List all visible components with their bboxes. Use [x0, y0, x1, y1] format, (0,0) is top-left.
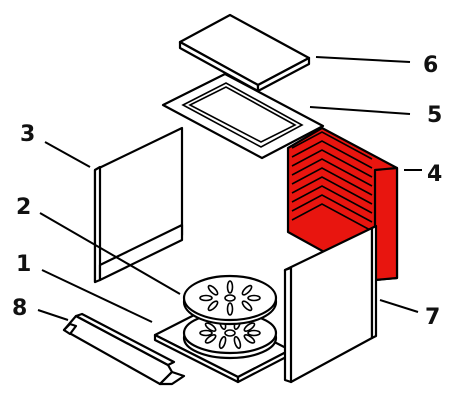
part-side-panel-right [283, 224, 378, 384]
part-front-rail [62, 312, 186, 386]
back-panel-slat [291, 167, 373, 196]
label-4: 4 [427, 162, 442, 187]
label-6: 6 [423, 53, 438, 78]
back-panel-slat [291, 203, 373, 232]
leader-5 [309, 106, 411, 115]
part-grate [182, 274, 278, 360]
leader-7 [379, 299, 419, 313]
leader-2 [39, 212, 181, 295]
grate-hole [233, 335, 242, 350]
back-panel-slat [291, 149, 373, 178]
grate-center [224, 329, 236, 337]
grate-center [224, 294, 236, 302]
part-side-panel-left [93, 126, 184, 284]
grate-hole [241, 284, 253, 296]
label-3: 3 [20, 122, 35, 147]
leader-3 [44, 141, 91, 168]
grate-hole [226, 302, 234, 316]
leader-1 [41, 269, 153, 323]
grate-upper-holes [199, 280, 261, 316]
grate-hole [204, 334, 217, 344]
callout-labels: 6 5 4 3 2 1 8 7 [12, 53, 442, 330]
leader-8 [37, 309, 69, 321]
label-8: 8 [12, 296, 27, 321]
label-2: 2 [16, 195, 31, 220]
grate-hole [241, 300, 253, 312]
back-panel-slat [291, 131, 373, 160]
grate-hole [207, 300, 219, 312]
back-panel-slat [291, 185, 373, 214]
grate-hole [199, 329, 213, 337]
grate-hole [243, 334, 256, 344]
back-panel-slats [291, 131, 373, 232]
grate-hole [226, 280, 234, 294]
grate-hole [247, 329, 261, 337]
back-panel-slat [291, 140, 373, 169]
grate-hole [199, 294, 213, 302]
label-7: 7 [425, 305, 440, 330]
grate-hole [247, 294, 261, 302]
grate-hole [204, 322, 217, 332]
grate-lower-holes [199, 316, 261, 350]
label-5: 5 [427, 103, 442, 128]
grate-hole [218, 335, 227, 350]
part-top-frame [161, 72, 325, 160]
leader-lines [37, 56, 422, 323]
part-top-plate [178, 13, 311, 93]
back-panel-slat [291, 176, 373, 205]
grate-hole [207, 284, 219, 296]
back-panel-slat [291, 194, 373, 223]
grate-hole [243, 322, 256, 332]
label-1: 1 [16, 252, 31, 277]
leader-6 [315, 56, 411, 63]
back-panel-slat [291, 158, 373, 187]
